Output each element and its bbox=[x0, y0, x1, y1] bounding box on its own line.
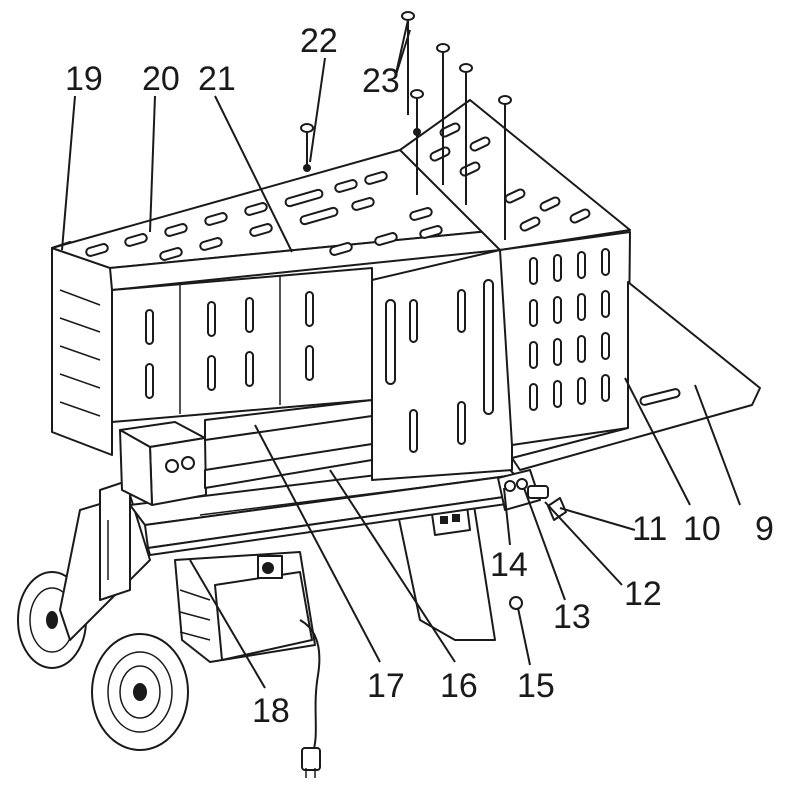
callout-18: 18 bbox=[252, 692, 290, 730]
callout-16: 16 bbox=[440, 667, 478, 705]
callout-labels: 19 20 21 22 23 9 10 11 12 13 14 15 16 17… bbox=[65, 22, 774, 730]
pushing-block bbox=[119, 421, 207, 506]
callout-19: 19 bbox=[65, 60, 103, 98]
right-guard-slots bbox=[529, 248, 610, 411]
bolt-15 bbox=[509, 596, 523, 610]
leader-lines bbox=[61, 19, 741, 689]
callout-10: 10 bbox=[683, 510, 721, 548]
callout-21: 21 bbox=[198, 60, 236, 98]
front-guard-panel bbox=[371, 249, 513, 481]
top-cover-slots bbox=[85, 171, 443, 261]
rear-foot bbox=[394, 479, 496, 641]
callout-22: 22 bbox=[300, 22, 338, 60]
callout-15: 15 bbox=[517, 667, 555, 705]
front-wheel bbox=[91, 633, 189, 751]
control-valve-cluster bbox=[497, 469, 567, 521]
callout-12: 12 bbox=[624, 575, 662, 613]
callout-9: 9 bbox=[755, 510, 774, 548]
log-table bbox=[511, 281, 761, 471]
bolts-23 bbox=[401, 11, 512, 240]
top-right-cover bbox=[399, 99, 631, 251]
callout-17: 17 bbox=[367, 667, 405, 705]
callout-23: 23 bbox=[362, 62, 400, 100]
callout-13: 13 bbox=[553, 598, 591, 636]
power-cord bbox=[299, 619, 321, 778]
right-hinged-guard bbox=[499, 231, 631, 446]
motor bbox=[174, 551, 316, 663]
left-stand bbox=[59, 479, 151, 641]
callout-20: 20 bbox=[142, 60, 180, 98]
rear-side-panel bbox=[111, 267, 373, 423]
callout-14: 14 bbox=[490, 546, 528, 584]
bolts-22 bbox=[300, 123, 314, 172]
callout-11: 11 bbox=[632, 510, 667, 548]
